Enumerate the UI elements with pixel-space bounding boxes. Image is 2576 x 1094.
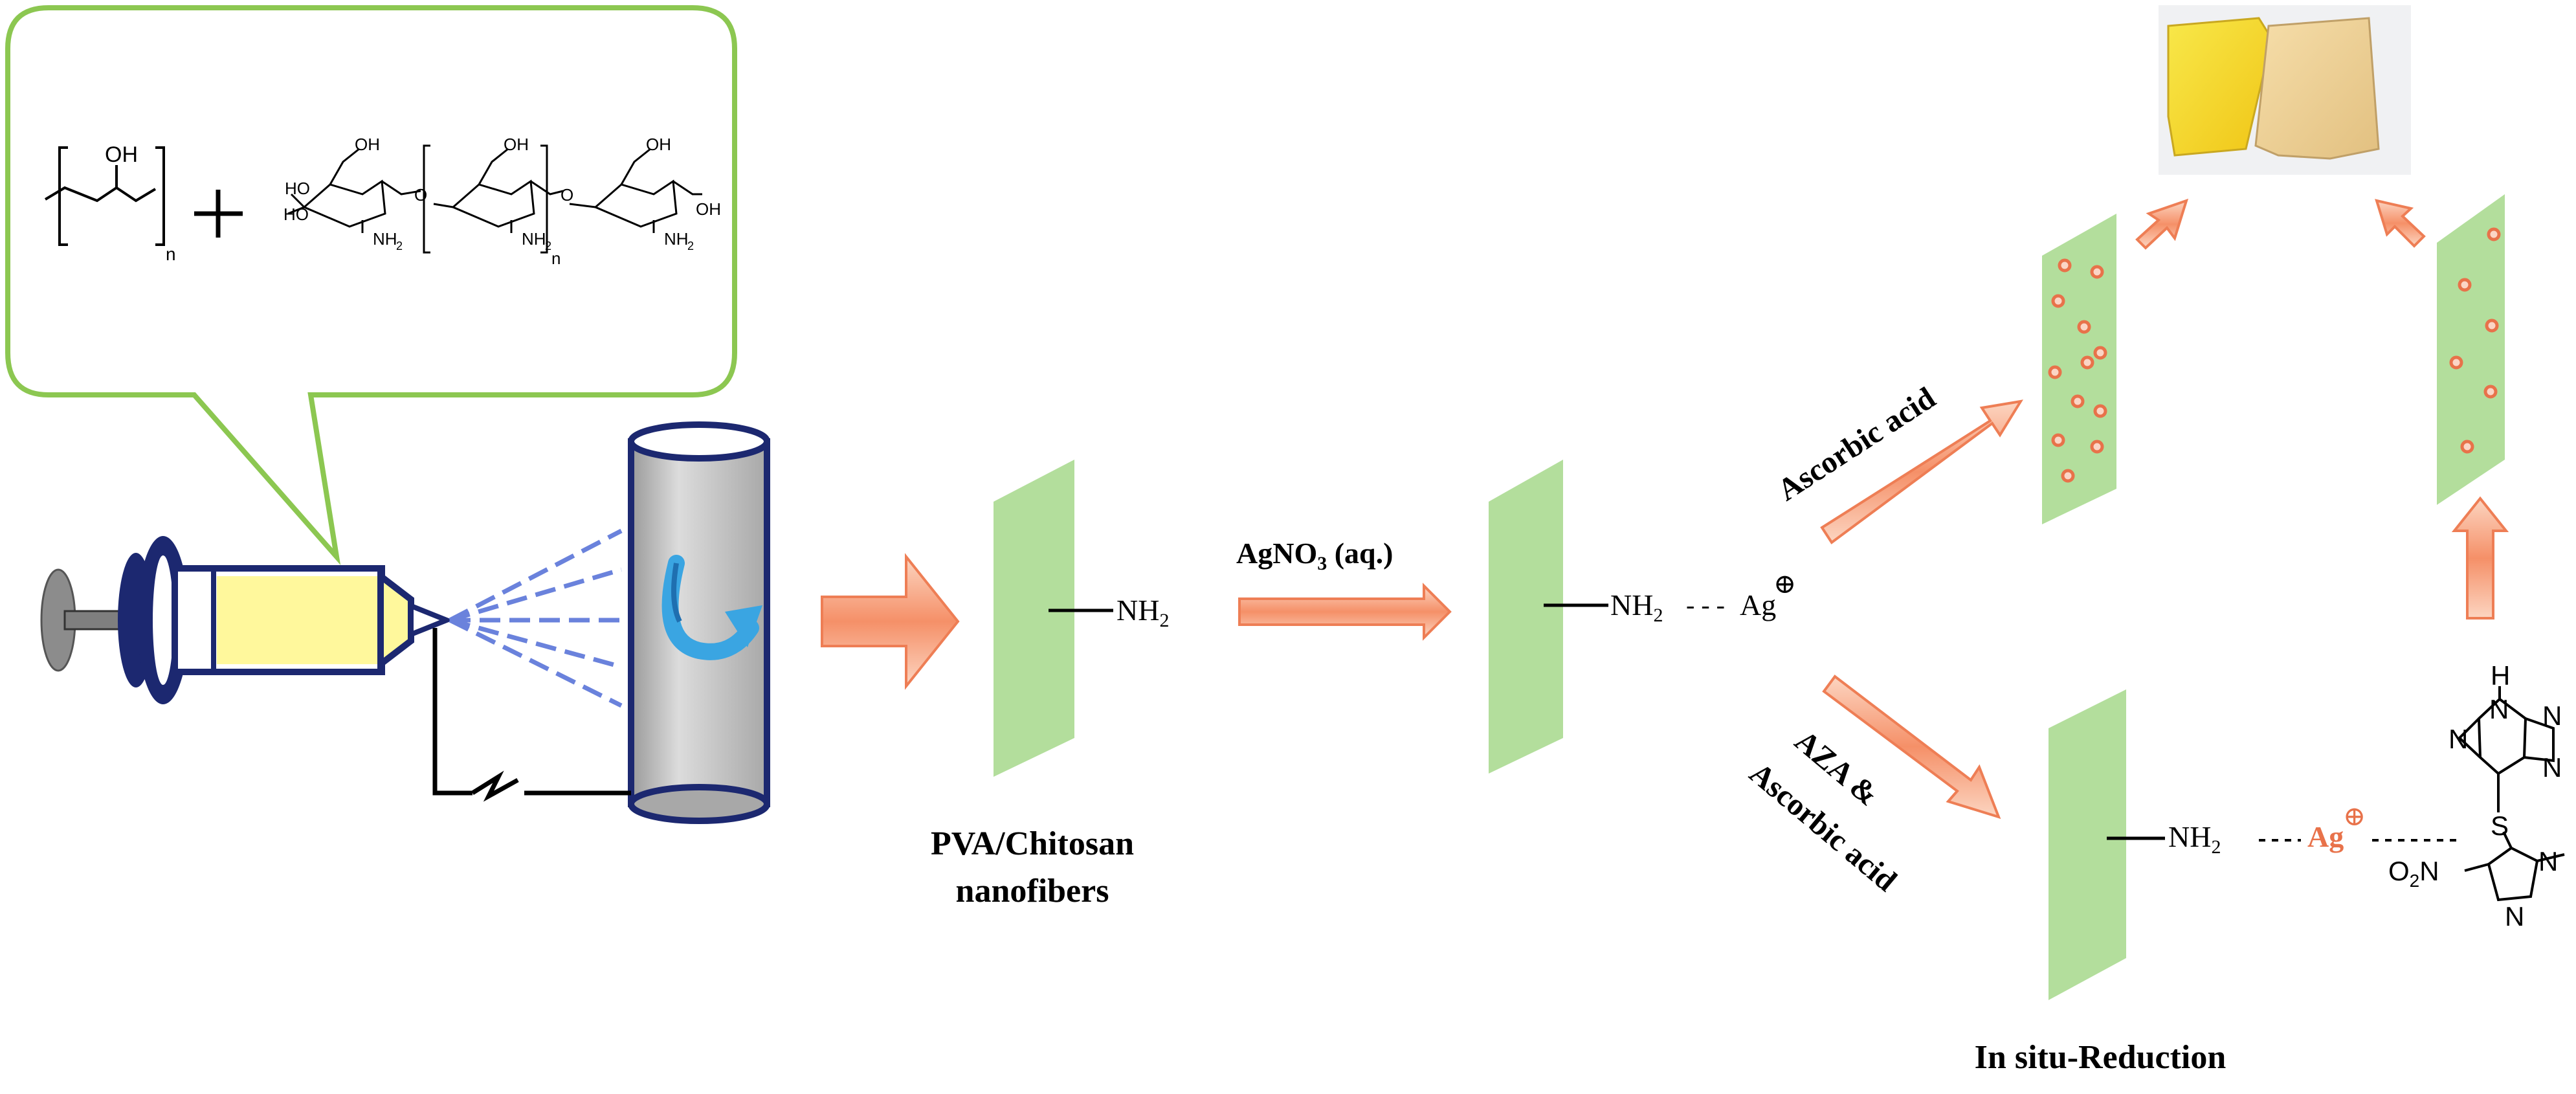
aza-n-3: N bbox=[2542, 700, 2562, 731]
arrow-up-right bbox=[2451, 496, 2509, 620]
silver-nanoparticles-1 bbox=[2048, 258, 2107, 483]
chitosan-oh-1: OH bbox=[355, 135, 380, 154]
high-voltage-icon bbox=[432, 628, 631, 802]
chitosan-o-1: O bbox=[414, 185, 427, 205]
nanofiber-mat-1 bbox=[994, 460, 1074, 777]
aza-o2n-label: O2N bbox=[2388, 856, 2439, 891]
pva-chitosan-label: PVA/Chitosan bbox=[931, 825, 1134, 862]
silver-ion-2: Ag bbox=[2307, 820, 2344, 853]
amine-group-3: NH2 bbox=[2168, 820, 2221, 858]
chitosan-oh-2: OH bbox=[504, 135, 529, 154]
azathioprine-structure bbox=[2458, 686, 2565, 902]
arrow-to-sample-1 bbox=[2135, 198, 2189, 250]
chitosan-structure bbox=[287, 144, 702, 254]
silver-ion-1: Ag bbox=[1740, 588, 1776, 621]
nanofibers-label: nanofibers bbox=[956, 873, 1109, 910]
silver-charge-1: ⊕ bbox=[1773, 570, 1796, 599]
amine-group-1: NH2 bbox=[1116, 594, 1169, 631]
process-arrow-top bbox=[1820, 399, 2024, 544]
chitosan-nh2-1: NH bbox=[373, 229, 397, 249]
chitosan-nh2-2: NH bbox=[522, 229, 546, 249]
chitosan-nh2-3: NH bbox=[664, 229, 689, 249]
chitosan-ho-1: HO bbox=[285, 179, 310, 198]
chitosan-sub-2: 2 bbox=[545, 240, 551, 252]
amine-group-2: NH2 bbox=[1610, 588, 1663, 626]
chitosan-o-2: O bbox=[561, 185, 573, 205]
electrospray-jet bbox=[449, 528, 623, 708]
polymer-structure-bubble bbox=[5, 5, 737, 566]
pva-structure bbox=[44, 146, 243, 246]
nanofiber-mat-2 bbox=[1489, 460, 1563, 774]
aza-n-1: N bbox=[2489, 694, 2509, 724]
arrow-to-sample-2 bbox=[2375, 199, 2426, 248]
pva-n-label: n bbox=[166, 244, 176, 264]
aza-n-4: N bbox=[2542, 752, 2562, 783]
sample-photo bbox=[2159, 5, 2411, 175]
aza-n-5: N bbox=[2538, 846, 2558, 876]
process-arrow-bottom bbox=[1822, 675, 2001, 820]
chitosan-oh-3: OH bbox=[646, 135, 671, 154]
silver-charge-2: ⊕ bbox=[2343, 802, 2366, 832]
chitosan-oh-end: OH bbox=[696, 199, 721, 219]
chitosan-n-label: n bbox=[551, 249, 561, 268]
aza-n-6: N bbox=[2505, 901, 2524, 932]
nanofiber-mat-aza-agnp bbox=[2437, 194, 2505, 505]
chitosan-ho-2: HO bbox=[283, 205, 309, 224]
pva-oh-label: OH bbox=[105, 142, 138, 167]
ascorbic-acid-label-top: Ascorbic acid bbox=[1771, 381, 1942, 508]
ag-bond-dash-1: - - - bbox=[1686, 590, 1725, 620]
agno3-reagent-label: AgNO3 (aq.) bbox=[1236, 537, 1393, 574]
aza-h-label: H bbox=[2491, 660, 2510, 691]
rotating-drum-icon bbox=[628, 421, 770, 824]
chitosan-sub-3: 2 bbox=[687, 240, 694, 252]
syringe-icon bbox=[40, 536, 454, 704]
silver-nanoparticles-2 bbox=[2449, 227, 2501, 454]
in-situ-reduction-label: In situ-Reduction bbox=[1975, 1039, 2226, 1076]
aza-n-2: N bbox=[2448, 724, 2468, 754]
process-arrow-1 bbox=[821, 553, 960, 690]
process-arrow-2 bbox=[1238, 583, 1452, 641]
nanofiber-mat-aza bbox=[2049, 689, 2126, 1000]
aza-s-label: S bbox=[2491, 810, 2509, 841]
chitosan-sub-1: 2 bbox=[396, 240, 403, 252]
